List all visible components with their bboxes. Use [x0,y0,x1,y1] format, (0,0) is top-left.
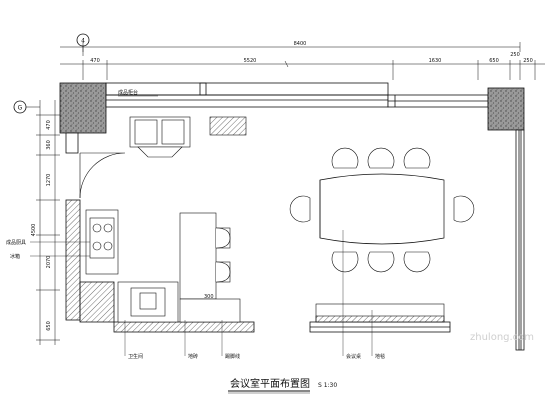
dim-top-2: 5520 [244,58,257,64]
dim-overall: 8400 [294,41,307,47]
callout-bottom-1: 卫生间 [128,353,143,360]
callout-bottom-4: 会议桌 [346,353,361,360]
title-text: 会议室平面布置图 [230,377,310,390]
dim-left-1: 470 [46,120,52,130]
grid-bubble-left: G [13,100,40,114]
callout-top-counter: 成品柜台 [118,89,138,96]
bar-counter [117,212,241,323]
callout-leaders [30,95,373,356]
chairs [289,147,475,273]
drawing-title: 会议室平面布置图 S 1:30 [228,377,337,394]
dim-left-4: 4500 [31,224,37,237]
walls [59,82,525,351]
dim-top-1: 470 [90,58,100,64]
callout-bottom-2: 地砖 [188,353,198,360]
dim-top-4: 650 [489,58,499,64]
grid-bubble-top-label: 4 [81,38,85,45]
dim-left-6: 650 [46,321,52,331]
top-counter [129,116,247,158]
conference-table [319,173,445,245]
dim-top-5: 250 [510,52,520,58]
counter-dim: 300 [204,294,214,300]
dim-left-2: 360 [46,140,52,150]
watermark: zhulong.com [470,332,534,343]
callout-left-2: 冰箱 [10,253,20,260]
top-dimensions [60,42,545,80]
callout-bottom-3: 踢脚线 [225,353,240,360]
dim-left-3: 1270 [46,174,52,187]
grid-bubble-top: 4 [76,33,90,56]
dim-top-6: 250 [523,58,533,64]
door-swing [79,152,126,199]
callout-left-1: 成品厨具 [6,239,26,246]
bottom-cabinet [315,303,445,323]
left-dimensions [36,100,60,345]
dim-top-3: 1630 [429,58,442,64]
left-counter [85,209,119,275]
grid-bubble-left-label: G [18,105,23,112]
callout-bottom-5: 地毯 [375,353,385,360]
dim-left-5: 2070 [46,256,52,269]
scale-text: S 1:30 [318,382,337,389]
